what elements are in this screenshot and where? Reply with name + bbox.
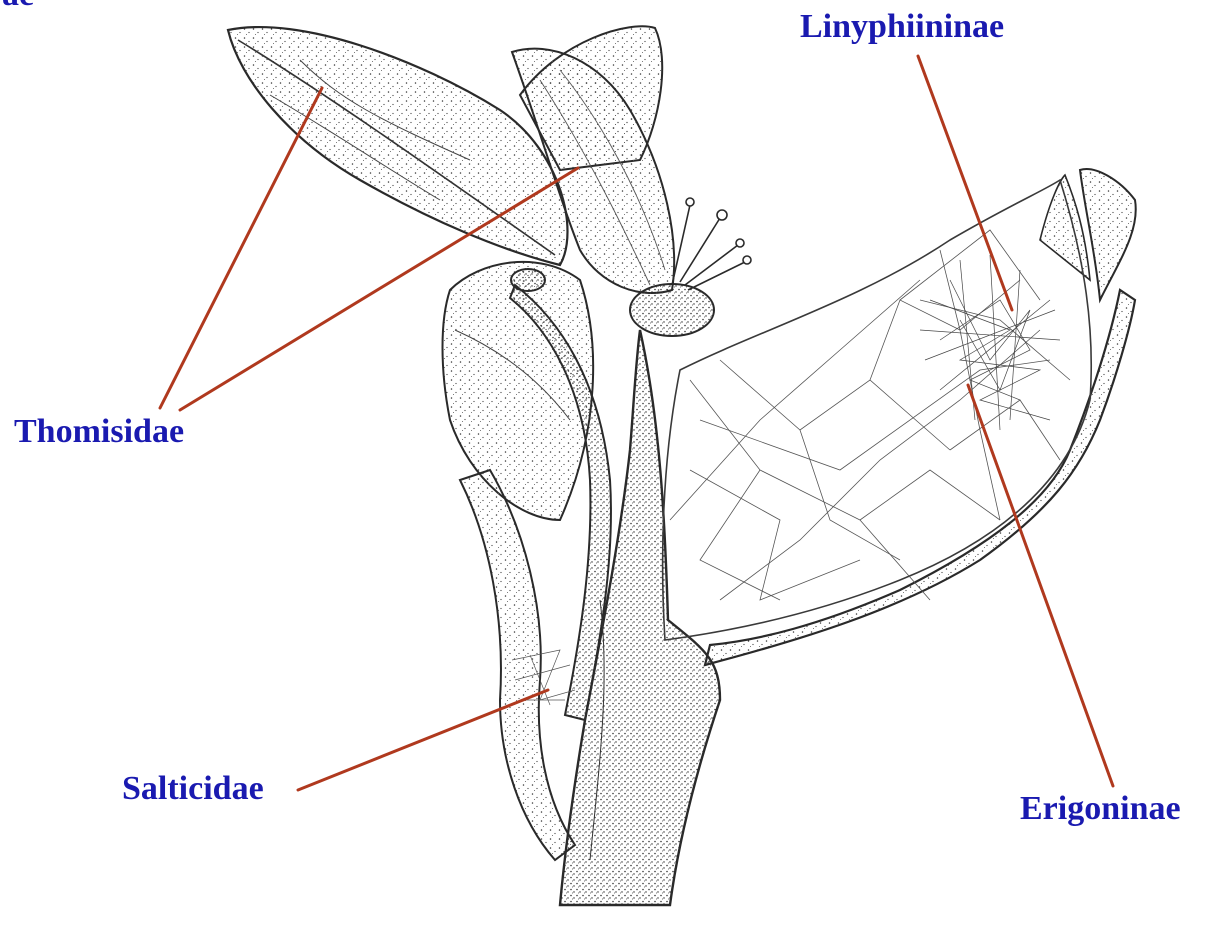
label-salticidae: Salticidae (122, 772, 264, 806)
flower-calyx (630, 284, 714, 336)
leader-linyphiininae (918, 56, 1012, 310)
leader-thomisidae-leaf (160, 88, 322, 408)
right-branch (705, 169, 1136, 665)
leader-erigoninae (968, 385, 1113, 786)
label-linyphiininae: Linyphiininae (800, 10, 1004, 44)
label-partial-top: ae (2, 0, 34, 12)
label-erigoninae: Erigoninae (1020, 792, 1181, 826)
stamens (672, 198, 751, 290)
label-thomisidae: Thomisidae (14, 415, 184, 449)
dense-web-cluster (920, 255, 1060, 430)
left-twig (460, 470, 575, 860)
